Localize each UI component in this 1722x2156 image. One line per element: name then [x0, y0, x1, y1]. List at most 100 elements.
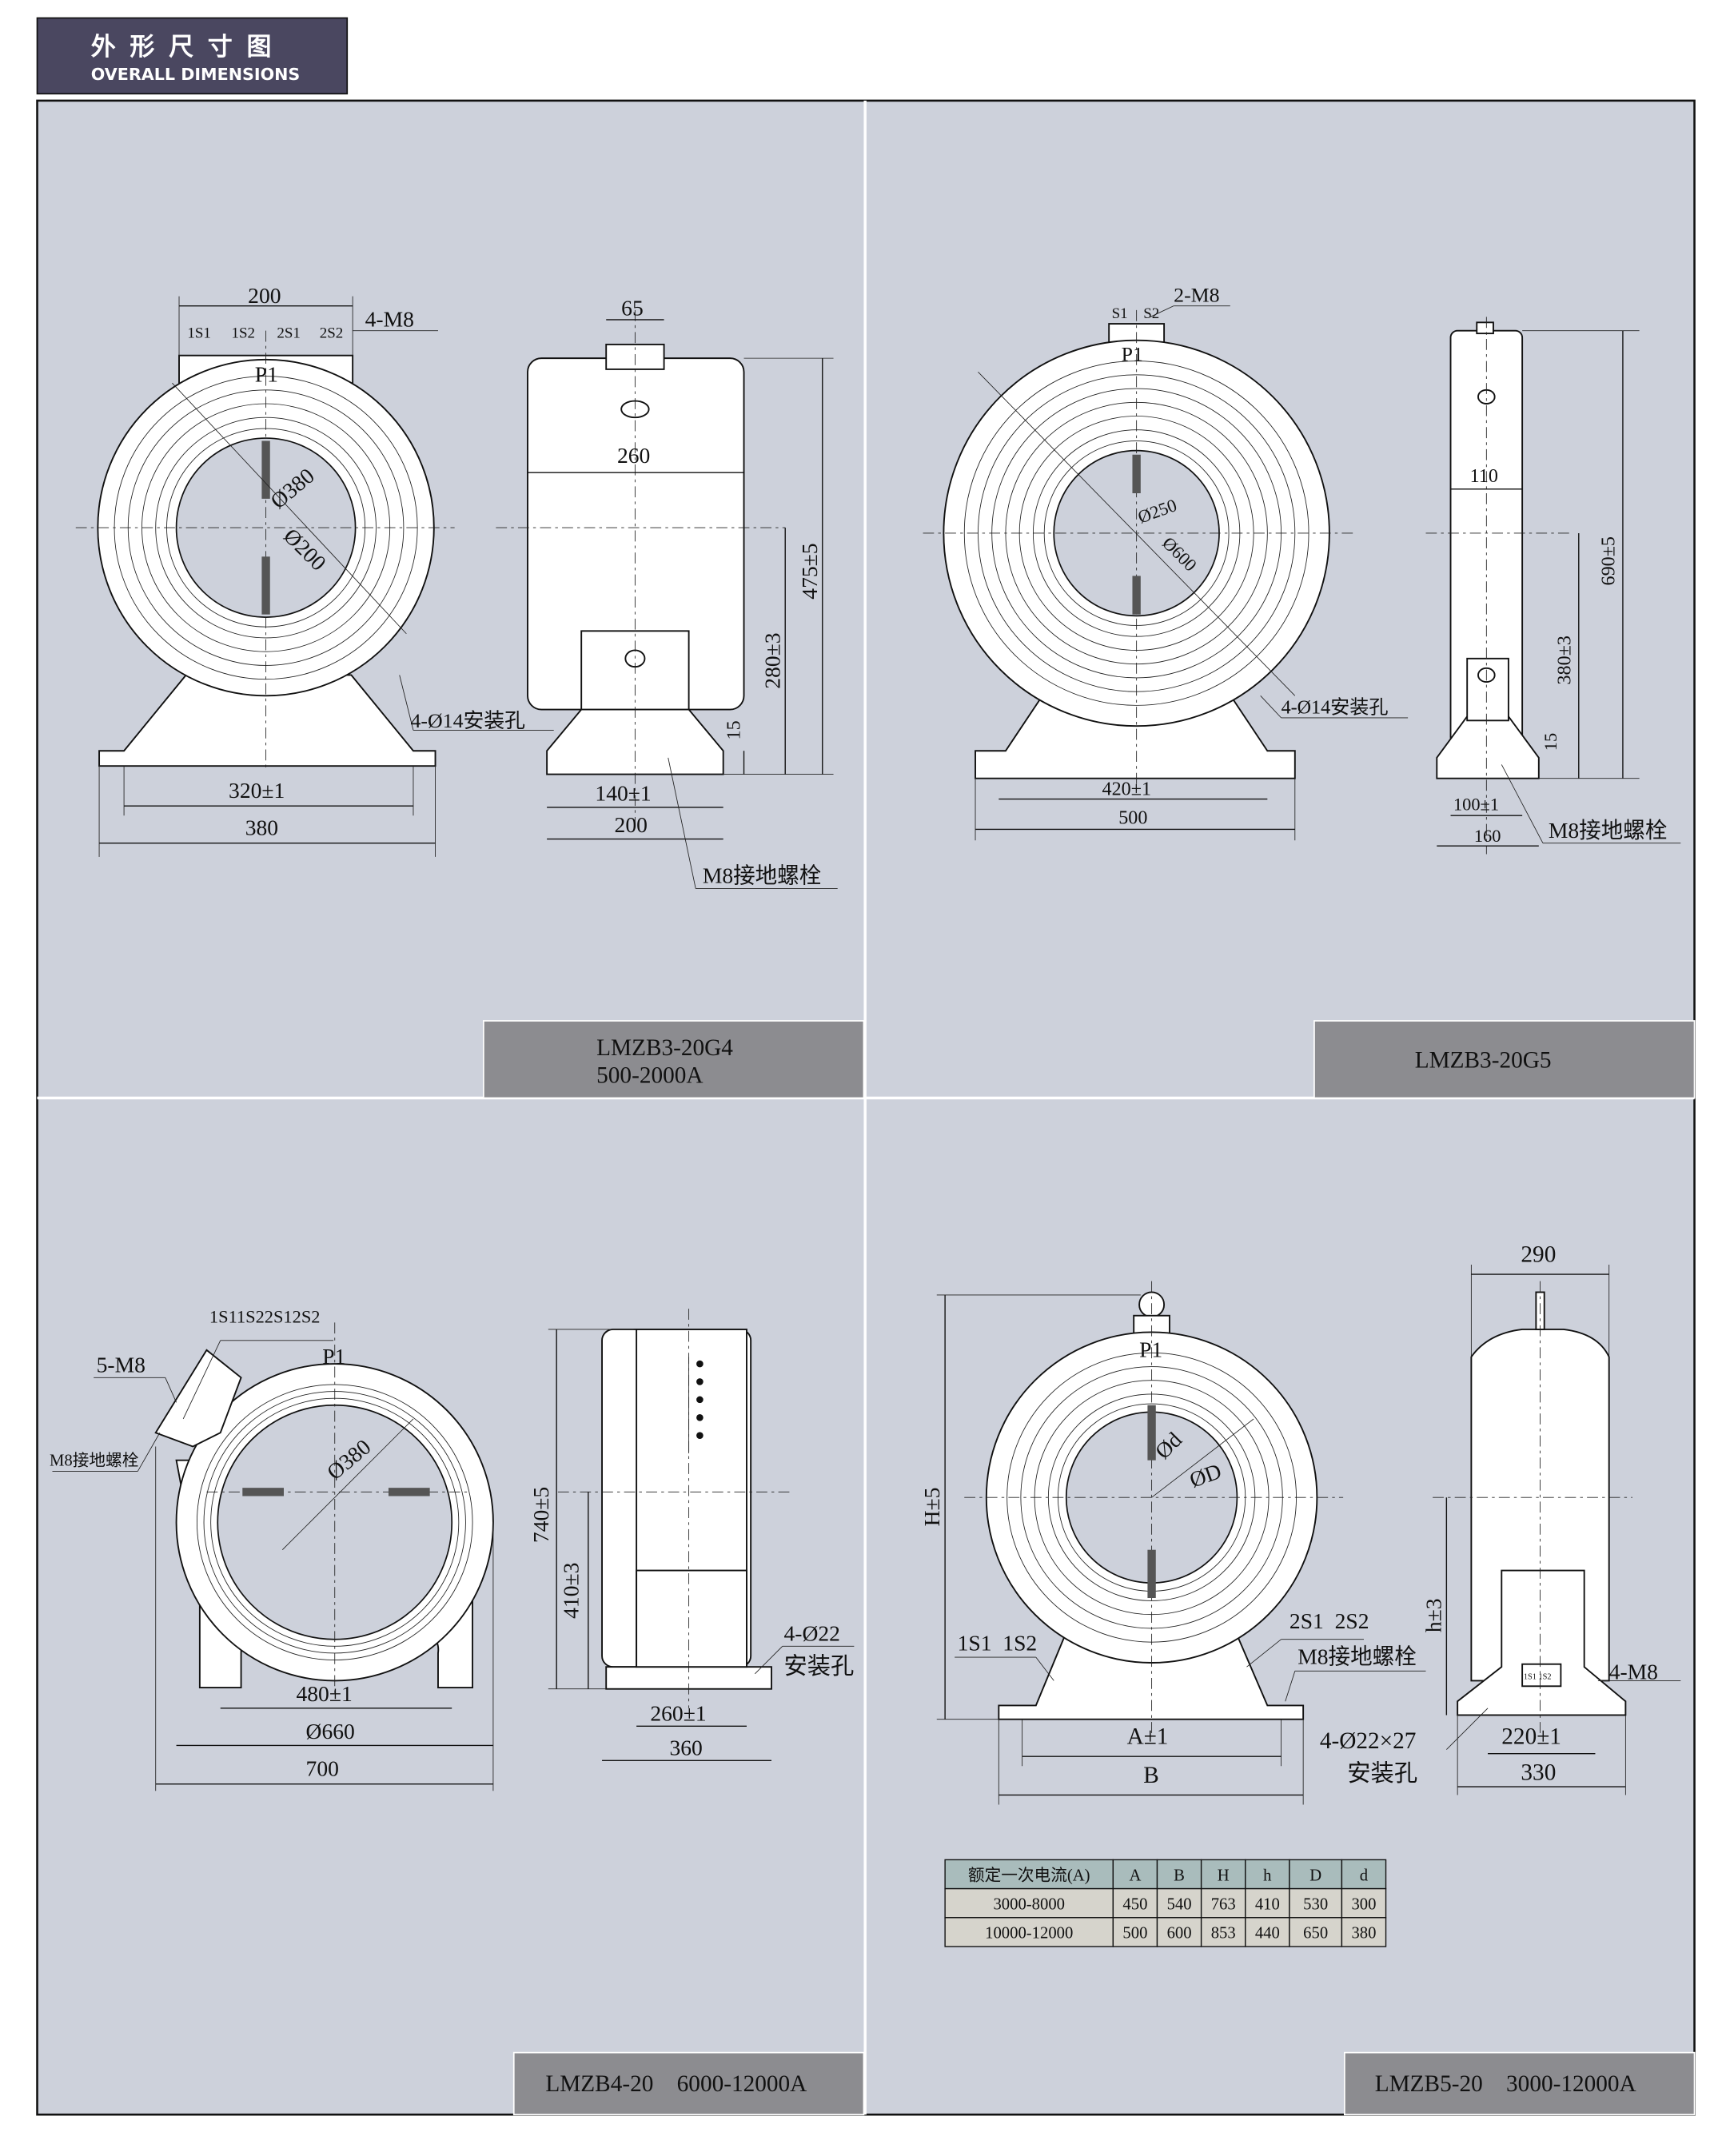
side-view: [548, 1309, 855, 1762]
panel-lmzb4-20: 1S11S22S12S2 5-M8 M8接地螺栓 P1 Ø380 480±1 Ø…: [50, 1306, 865, 2116]
callout-ground-bolt: M8接地螺栓: [1297, 1644, 1417, 1669]
terminal-s2: S2: [1143, 305, 1159, 322]
dim-220: 220±1: [1501, 1724, 1561, 1750]
table-cell: 500: [1122, 1925, 1147, 1943]
dim-160: 160: [1474, 826, 1501, 846]
table-header-cell: B: [1174, 1867, 1185, 1884]
callout-1s1-1s2: 1S1 1S2: [958, 1630, 1038, 1655]
dim-360: 360: [669, 1735, 702, 1759]
dim-h: h±3: [1421, 1598, 1445, 1632]
model-label-box: [482, 1020, 865, 1099]
callout-ground-bolt: M8接地螺栓: [1549, 818, 1668, 843]
callout-mount-holes: 4-Ø14安装孔: [411, 709, 526, 732]
table-cell-bg: [1112, 1917, 1158, 1947]
front-view: [936, 1281, 1426, 1805]
table-cell: 10000-12000: [985, 1925, 1073, 1943]
table-cell: 530: [1303, 1895, 1328, 1913]
panel-lmzb5-20: P1 Ød ØD H±5 1S1 1S2 2S1 2S2 M8接地螺栓 A±1 …: [919, 1242, 1696, 2116]
dim-65: 65: [621, 296, 644, 321]
callout-ground-bolt: M8接地螺栓: [703, 863, 822, 888]
callout-mount-holes: 安装孔: [784, 1653, 855, 1680]
table-header-cell: h: [1263, 1867, 1272, 1884]
callout-2-m8: 2-M8: [1174, 283, 1219, 306]
table-header-cell: 额定一次电流(A): [968, 1866, 1090, 1884]
dim-height-H: H±5: [919, 1488, 944, 1527]
dim-100: 100±1: [1453, 794, 1499, 814]
table-header-cell: d: [1360, 1867, 1369, 1884]
dim-410: 410±3: [559, 1563, 584, 1619]
table-cell-bg: [1156, 1917, 1202, 1947]
table-cell: 853: [1211, 1925, 1236, 1943]
label-p1: P1: [322, 1344, 345, 1369]
table-cell-bg: [1341, 1887, 1387, 1919]
dim-140: 140±1: [595, 780, 651, 805]
callout-ground-bolt: M8接地螺栓: [50, 1452, 138, 1470]
dim-480: 480±1: [296, 1681, 352, 1706]
panel-lmzb3-20g5: S1 S2 2-M8 P1 Ø250 Ø600 4-Ø14安装孔 420±1 5…: [923, 283, 1696, 1099]
model-label-box: [1313, 1020, 1696, 1099]
dim-200-base: 200: [615, 812, 648, 837]
dim-700: 700: [306, 1755, 339, 1780]
dim-500: 500: [1118, 808, 1147, 829]
callout-5-m8: 5-M8: [97, 1352, 145, 1377]
table-cell-bg: [1341, 1917, 1387, 1947]
table-cell: 540: [1167, 1895, 1192, 1913]
model-label-box: [1343, 2051, 1696, 2116]
label-p1: P1: [1139, 1337, 1162, 1361]
terminal-s1: S1: [1112, 305, 1128, 322]
model-name: LMZB5-20 3000-12000A: [1375, 2071, 1636, 2097]
table-cell-bg: [1112, 1859, 1158, 1890]
dim-290: 290: [1521, 1242, 1556, 1268]
dim-200: 200: [248, 283, 281, 308]
dim-15: 15: [1541, 733, 1561, 751]
callout-mount-holes: 4-Ø14安装孔: [1282, 697, 1389, 719]
table-cell-bg: [1156, 1859, 1202, 1890]
callout-4-d22x27: 4-Ø22×27: [1320, 1728, 1417, 1754]
terminal-labels: 1S11S22S12S2: [209, 1306, 321, 1326]
callout-4-m8: 4-M8: [1609, 1660, 1658, 1684]
front-view: [52, 1322, 494, 1791]
dim-380: 380±3: [1554, 636, 1575, 684]
table-header-cell: A: [1129, 1867, 1141, 1884]
table-cell: 450: [1122, 1895, 1147, 1913]
dim-280: 280±3: [759, 632, 784, 688]
table-cell: 440: [1255, 1925, 1280, 1943]
header-title-en: OVERALL DIMENSIONS: [91, 65, 301, 84]
table-cell: 763: [1211, 1895, 1236, 1913]
dim-B: B: [1143, 1763, 1159, 1788]
callout-4-m8: 4-M8: [365, 306, 414, 331]
table-cell-bg: [1289, 1887, 1343, 1919]
callout-2s1-2s2: 2S1 2S2: [1290, 1608, 1369, 1633]
header-badge: 外 形 尺 寸 图 OVERALL DIMENSIONS: [36, 17, 349, 95]
terminal-2s2: 2S2: [320, 325, 343, 341]
dim-380: 380: [245, 815, 278, 839]
dim-330: 330: [1521, 1759, 1556, 1785]
table-cell: 3000-8000: [993, 1895, 1065, 1913]
callout-4-d22: 4-Ø22: [784, 1620, 840, 1645]
terminal-1s2: 1S2: [231, 325, 254, 341]
dim-15: 15: [723, 720, 744, 739]
table-cell-bg: [1341, 1859, 1387, 1890]
panel-lmzb3-20g4: 200 4-M8 1S1 1S2 2S1 2S2 P1 Ø380 Ø200 4-…: [75, 283, 865, 1099]
side-view: [1433, 1264, 1681, 1795]
callout-mount-holes: 安装孔: [1347, 1760, 1417, 1787]
nameplate-terminals: 1S1 1S2: [1524, 1673, 1552, 1682]
table-cell-bg: [944, 1887, 1114, 1919]
dim-A: A±1: [1127, 1724, 1169, 1750]
table-cell-bg: [1156, 1887, 1202, 1919]
table-cell-bg: [1200, 1859, 1246, 1890]
dim-420: 420±1: [1102, 779, 1151, 799]
dim-d660: Ø660: [306, 1719, 355, 1744]
model-current: 500-2000A: [596, 1063, 703, 1089]
dim-110: 110: [1470, 466, 1498, 487]
side-view: [496, 309, 838, 889]
dim-690: 690±5: [1599, 536, 1620, 585]
terminal-2s1: 2S1: [277, 325, 300, 341]
dim-260: 260: [617, 443, 650, 468]
side-view: [1425, 317, 1681, 855]
table-cell: 600: [1167, 1925, 1192, 1943]
table-cell: 650: [1303, 1925, 1328, 1943]
front-view: [75, 296, 554, 857]
